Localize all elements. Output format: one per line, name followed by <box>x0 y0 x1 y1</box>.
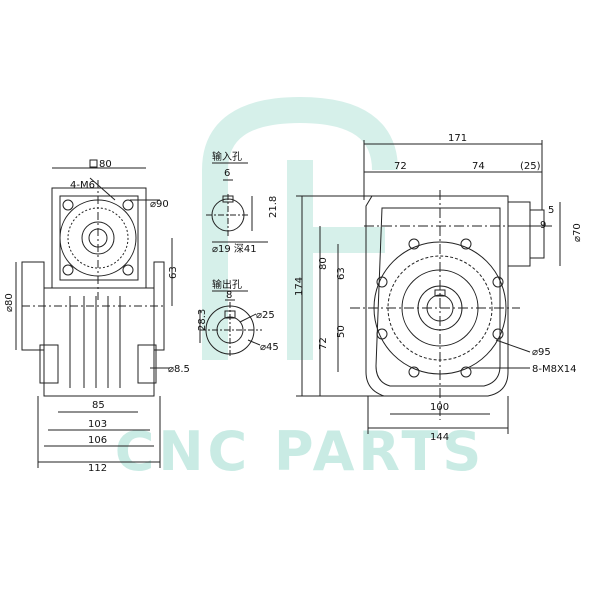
label-171: 171 <box>448 133 467 144</box>
front-bolt-6 <box>492 328 504 340</box>
label-phi85: ⌀8.5 <box>168 364 190 375</box>
left-side-view <box>15 167 173 468</box>
label-72-top: 72 <box>394 161 407 172</box>
label-phi70: ⌀70 <box>572 223 583 242</box>
housing-inner <box>375 207 501 387</box>
label-144: 144 <box>430 432 449 443</box>
label-100: 100 <box>430 402 449 413</box>
front-bolt-2 <box>460 238 472 250</box>
label-80: 80 <box>318 257 329 270</box>
front-view <box>296 140 561 434</box>
front-bolt-1 <box>408 238 420 250</box>
label-25: (25) <box>520 161 541 172</box>
input-hole-labels: 输入孔 6 21.8 ⌀19 深41 <box>212 150 279 255</box>
side-mount-right <box>137 344 157 384</box>
label-square-80: 80 <box>99 159 112 170</box>
leader-4m6 <box>89 177 116 201</box>
front-bolt-8 <box>460 366 472 378</box>
input-hole-detail <box>206 179 268 243</box>
label-9: 9 <box>540 220 546 231</box>
flange-bolt-br <box>122 264 134 276</box>
label-8-m8x14: 8-M8X14 <box>532 364 577 375</box>
output-hole-title: 输出孔 <box>212 278 242 291</box>
label-phi45: ⌀45 <box>260 342 279 353</box>
square-symbol <box>89 159 98 168</box>
label-phi80: ⌀80 <box>4 293 15 312</box>
label-112: 112 <box>88 463 107 474</box>
label-106: 106 <box>88 435 107 446</box>
watermark-logo <box>202 96 398 360</box>
watermark-text: CNC PARTS <box>115 420 486 483</box>
label-phi95: ⌀95 <box>532 347 551 358</box>
front-view-labels: 171 72 74 (25) 5 9 ⌀70 174 80 63 72 50 ⌀… <box>294 133 583 443</box>
label-85: 85 <box>92 400 105 411</box>
label-phi25: ⌀25 <box>256 310 275 321</box>
label-4-m6: 4-M6 <box>70 180 95 191</box>
label-50: 50 <box>336 325 347 338</box>
flange-bolt-bl <box>62 264 74 276</box>
input-flange-cap <box>529 209 545 259</box>
flange-bolt-tl <box>62 199 74 211</box>
front-bolt-3 <box>376 276 388 288</box>
label-6: 6 <box>224 168 230 179</box>
flange-bolt-tr <box>122 199 134 211</box>
label-8: 8 <box>226 290 232 301</box>
label-63-front: 63 <box>336 267 347 280</box>
label-phi90: ⌀90 <box>150 199 169 210</box>
input-bore-outer <box>81 221 115 255</box>
leader-phi45 <box>247 339 261 346</box>
label-72-left: 72 <box>318 337 329 350</box>
label-28-3: 28.3 <box>197 309 208 331</box>
watermark-logo-arc <box>202 96 398 360</box>
front-bolt-5 <box>376 328 388 340</box>
input-flange-side <box>507 201 531 267</box>
label-5: 5 <box>548 205 554 216</box>
output-hole-labels: 输出孔 8 28.3 ⌀25 ⌀45 <box>197 278 279 353</box>
front-bolt-4 <box>492 276 504 288</box>
label-phi19: ⌀19 深41 <box>212 243 257 255</box>
front-bolt-7 <box>408 366 420 378</box>
left-view-labels: 80 4-M6 ⌀90 63 ⌀80 ⌀8.5 85 103 106 112 <box>4 159 190 474</box>
leader-phi95 <box>495 339 531 353</box>
output-hole-detail <box>199 299 262 358</box>
label-63: 63 <box>168 266 179 279</box>
label-103: 103 <box>88 419 107 430</box>
side-mount-left <box>39 344 59 384</box>
label-21-8: 21.8 <box>268 196 279 218</box>
leader-phi25 <box>239 313 257 323</box>
housing-outline <box>365 195 509 397</box>
label-174: 174 <box>294 277 305 296</box>
label-74: 74 <box>472 161 485 172</box>
input-hole-title: 输入孔 <box>212 150 242 163</box>
